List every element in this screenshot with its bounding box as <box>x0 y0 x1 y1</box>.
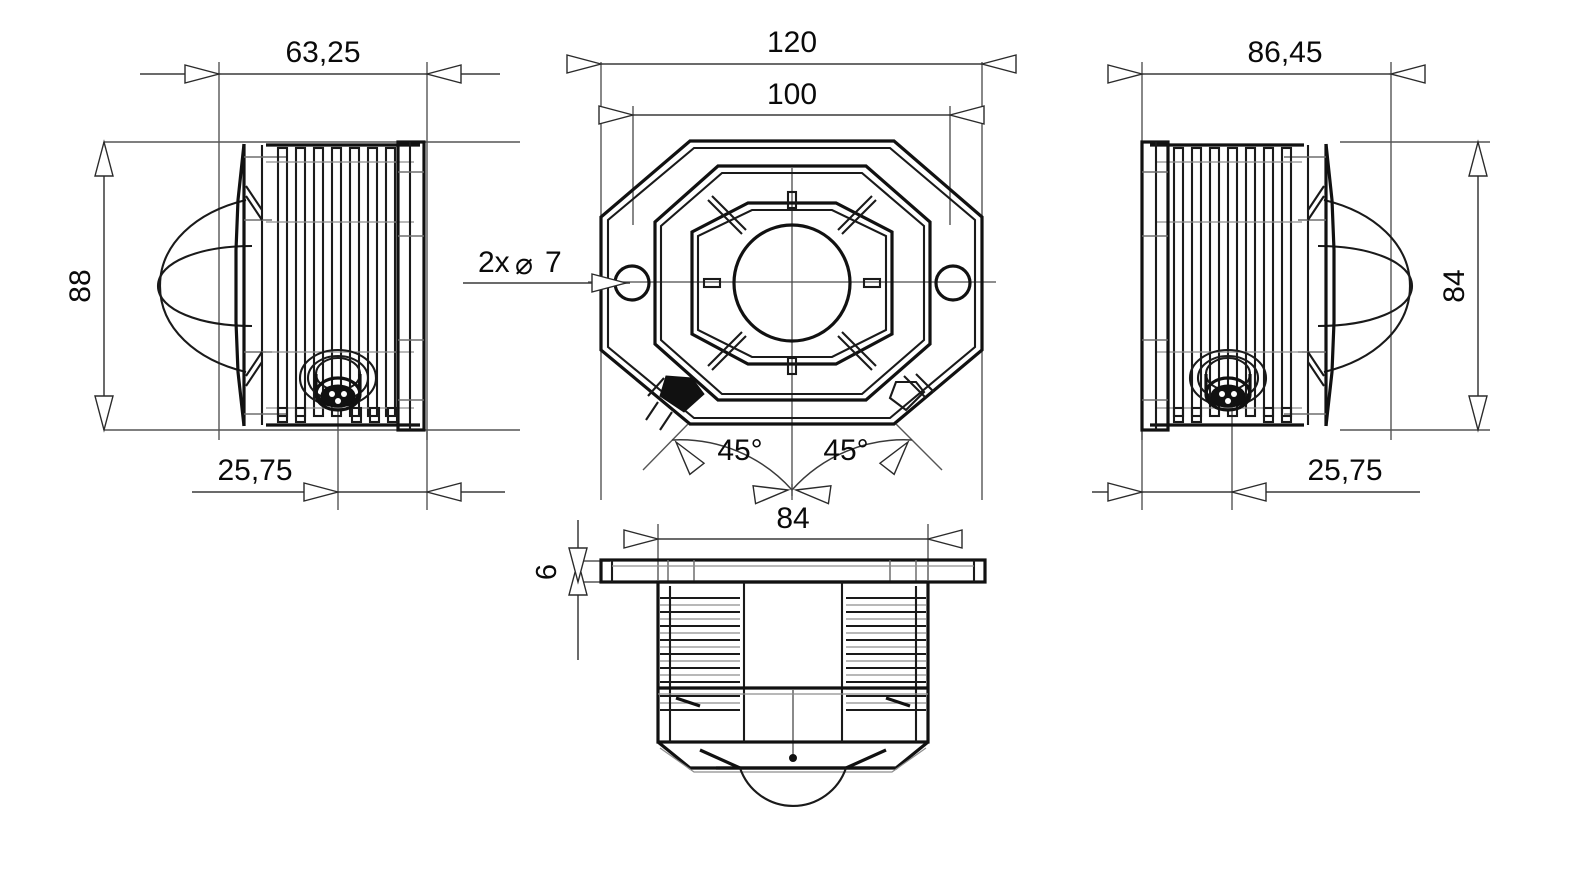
dim-63-25-label: 63,25 <box>285 36 360 69</box>
dim-86-45-label: 86,45 <box>1247 36 1322 69</box>
middle-octagon-ring <box>653 164 932 402</box>
bottom-fin-stubs <box>276 406 399 424</box>
chamfer-lower <box>245 351 263 387</box>
dim-6-label: 6 <box>531 564 563 580</box>
dim-25-75-right-label: 25,75 <box>1307 454 1382 487</box>
diameter-symbol-icon: ⌀ <box>515 248 533 281</box>
dim-88: 88 <box>64 141 114 431</box>
front-view: 84 6 <box>531 502 987 807</box>
dim-84-right-label: 84 <box>1438 269 1471 302</box>
dome-lens <box>739 767 847 807</box>
center-tick-marks <box>702 190 882 376</box>
hole-callout: 2x ⌀ 7 <box>463 246 630 293</box>
hole-callout-prefix: 2x <box>478 246 510 279</box>
dim-6: 6 <box>531 520 588 660</box>
hole-callout-value: 7 <box>545 246 562 279</box>
dim-84-front: 84 <box>623 502 963 549</box>
dim-84-front-label: 84 <box>776 502 809 535</box>
dim-45-right: 45° <box>791 423 943 505</box>
chamfer-lower <box>1307 351 1325 387</box>
chamfer-ticks <box>675 696 911 708</box>
chamfer-upper <box>245 185 263 221</box>
dim-86-45: 86,45 <box>1107 36 1426 84</box>
lower-skirt-shadow <box>659 747 927 773</box>
dim-45-right-label: 45° <box>823 434 868 467</box>
bracket-detail <box>888 373 935 412</box>
outer-octagon-plate <box>599 139 984 426</box>
body-outline <box>656 580 930 744</box>
dome-lens <box>156 244 253 328</box>
dim-25-75-left-label: 25,75 <box>217 454 292 487</box>
left-side-view: 63,25 88 25,75 <box>64 36 520 510</box>
ext-line-angle <box>642 423 689 471</box>
chamfer-upper <box>1307 185 1325 221</box>
outer-octagon-inner-edge <box>606 146 977 420</box>
radial-ribs <box>707 195 877 371</box>
cooling-fins <box>276 146 397 418</box>
center-dot <box>789 754 797 762</box>
dim-25-75-left: 25,75 <box>192 454 505 502</box>
dim-63-25: 63,25 <box>140 36 500 84</box>
m12-connector <box>1188 348 1268 412</box>
right-side-view: 86,45 84 25,75 <box>1092 36 1490 510</box>
top-view: 120 100 <box>463 26 1017 505</box>
right-view-body <box>1140 140 1414 432</box>
fin-stack-left <box>660 586 740 742</box>
m12-connector <box>298 348 378 412</box>
fin-stack-right <box>846 586 926 742</box>
middle-octagon-ring-inner <box>659 171 926 396</box>
bezel-profile <box>1324 143 1336 427</box>
skirt-chamfer-lines <box>699 748 887 770</box>
ext-line-angle <box>895 423 943 471</box>
mounting-hole-right <box>934 264 972 302</box>
bezel-profile <box>234 143 246 427</box>
dim-100-label: 100 <box>767 78 817 111</box>
dome-lens-outline <box>1323 198 1412 374</box>
central-aperture <box>732 223 852 343</box>
cable-gland <box>645 375 705 431</box>
dim-45-left-label: 45° <box>717 434 762 467</box>
left-view-body <box>156 140 426 432</box>
front-view-body <box>656 580 930 807</box>
dome-lens <box>1317 244 1414 328</box>
dim-88-label: 88 <box>64 269 97 302</box>
bottom-fin-stubs <box>1172 406 1293 424</box>
dim-84-right: 84 <box>1438 141 1488 431</box>
dim-120: 120 <box>566 26 1017 74</box>
dim-25-75-right: 25,75 <box>1092 454 1420 502</box>
dome-lens-outline <box>158 198 247 374</box>
dim-120-label: 120 <box>767 26 817 59</box>
cooling-fins <box>1172 146 1293 418</box>
dim-45-left: 45° <box>642 423 793 505</box>
dim-100: 100 <box>598 78 985 125</box>
